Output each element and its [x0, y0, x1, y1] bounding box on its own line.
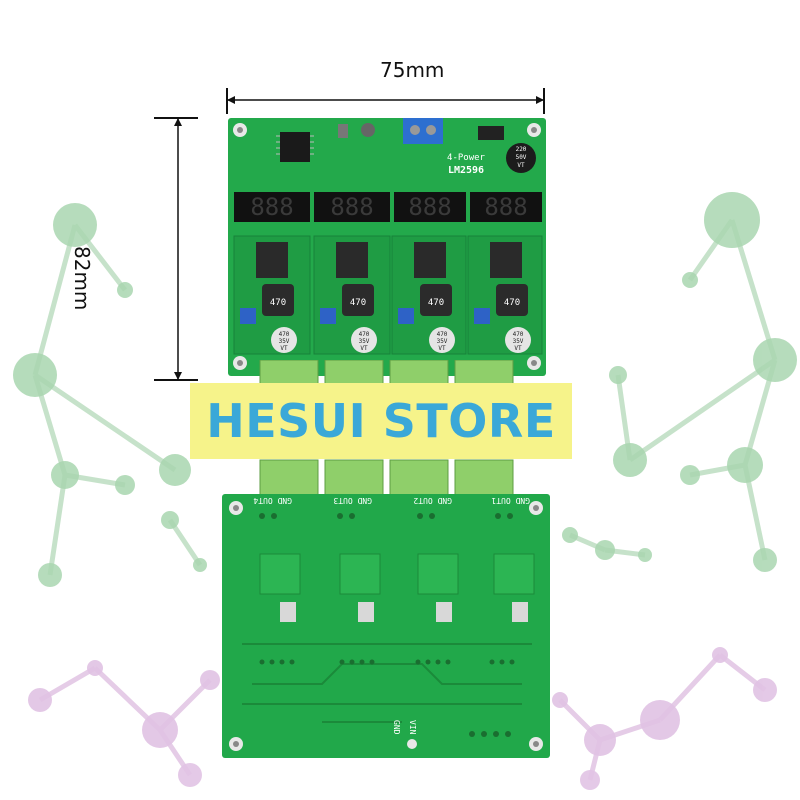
svg-text:VT: VT — [517, 162, 525, 169]
svg-text:470: 470 — [279, 331, 290, 338]
output-label-2: GND OUT2 — [413, 496, 452, 505]
svg-text:470: 470 — [513, 331, 524, 338]
bottom-pcb-board: GND OUT4 GND OUT3 GND OUT2 GND OUT1 GND … — [222, 494, 550, 758]
converter-channel-2: 470 470 35V VT — [391, 235, 467, 355]
mounting-hole — [233, 123, 247, 137]
svg-text:470: 470 — [437, 331, 448, 338]
regulator-chip — [256, 242, 288, 278]
svg-text:888: 888 — [484, 193, 527, 221]
potentiometer — [240, 308, 256, 324]
mounting-hole — [229, 737, 243, 751]
converter-channel-1: 470 470 35V VT — [467, 235, 543, 355]
svg-text:VT: VT — [280, 345, 288, 352]
model-label: LM2596 — [448, 165, 484, 176]
mounting-hole — [527, 356, 541, 370]
svg-text:470: 470 — [270, 298, 286, 308]
svg-text:VT: VT — [514, 345, 522, 352]
regulator-chip — [414, 242, 446, 278]
mounting-hole — [233, 356, 247, 370]
store-watermark-text: HESUI STORE — [206, 394, 556, 448]
svg-text:470: 470 — [359, 331, 370, 338]
mounting-hole — [529, 501, 543, 515]
height-label: 82mm — [70, 246, 94, 311]
svg-text:470: 470 — [350, 298, 366, 308]
input-label-vin: VIN — [408, 720, 417, 735]
seven-segment-display: 888 — [470, 192, 542, 222]
height-dimension-line — [154, 117, 198, 381]
svg-text:35V: 35V — [279, 338, 290, 345]
potentiometer — [398, 308, 414, 324]
inductor — [262, 284, 294, 316]
output-capacitor — [505, 327, 531, 353]
svg-text:470: 470 — [504, 298, 520, 308]
mounting-hole — [229, 501, 243, 515]
output-capacitor — [351, 327, 377, 353]
mcu-chip — [280, 132, 310, 162]
output-label-3: GND OUT3 — [333, 496, 372, 505]
main-capacitor — [506, 143, 536, 173]
svg-text:220: 220 — [516, 146, 527, 153]
svg-text:35V: 35V — [513, 338, 524, 345]
top-pcb-board: 220 50V VT 4-Power LM2596 888 888 888 88… — [228, 118, 546, 376]
svg-text:VT: VT — [360, 345, 368, 352]
regulator-chip — [490, 242, 522, 278]
output-capacitor — [271, 327, 297, 353]
inductor — [342, 284, 374, 316]
output-label-1: GND OUT1 — [491, 496, 530, 505]
inductor — [496, 284, 528, 316]
seven-segment-display: 888 — [314, 192, 390, 222]
converter-channel-4: 470 470 35V VT — [233, 235, 311, 355]
output-terminal-blocks — [259, 360, 514, 499]
converter-channel-3: 470 470 35V VT — [313, 235, 391, 355]
board-label: 4-Power — [447, 153, 486, 163]
potentiometer — [320, 308, 336, 324]
svg-text:35V: 35V — [437, 338, 448, 345]
svg-text:888: 888 — [250, 193, 293, 221]
svg-text:888: 888 — [408, 193, 451, 221]
store-watermark-banner: HESUI STORE — [190, 383, 572, 459]
mounting-hole — [527, 123, 541, 137]
inductor — [420, 284, 452, 316]
input-label-gnd: GND — [392, 720, 401, 735]
seven-segment-display: 888 — [394, 192, 466, 222]
mounting-hole — [529, 737, 543, 751]
power-switch — [478, 126, 504, 140]
output-label-4: GND OUT4 — [253, 496, 292, 505]
potentiometer — [474, 308, 490, 324]
regulator-chip — [336, 242, 368, 278]
width-label: 75mm — [380, 58, 445, 82]
svg-text:VT: VT — [438, 345, 446, 352]
seven-segment-display: 888 — [234, 192, 310, 222]
svg-text:470: 470 — [428, 298, 444, 308]
width-dimension-line — [226, 88, 545, 114]
output-capacitor — [429, 327, 455, 353]
svg-text:50V: 50V — [516, 154, 527, 161]
svg-text:888: 888 — [330, 193, 373, 221]
input-terminal-block — [403, 118, 443, 144]
svg-text:35V: 35V — [359, 338, 370, 345]
